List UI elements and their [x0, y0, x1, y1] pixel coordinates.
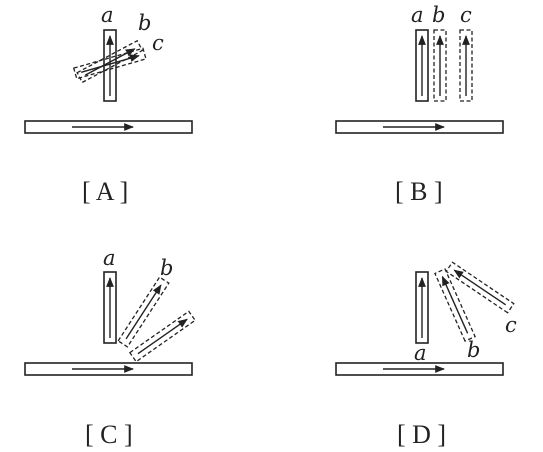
panel-b: a b c [ B ]: [335, 3, 504, 206]
panel-b-rod-a: [415, 29, 429, 102]
panel-a-caption: [ A ]: [82, 177, 128, 206]
panel-d-label-a: a: [414, 341, 427, 365]
panel-b-label-a: a: [411, 3, 424, 27]
panel-b-rod-b: [433, 29, 447, 102]
panel-d-caption: [ D ]: [397, 420, 446, 449]
panel-c-label-a: a: [103, 246, 116, 270]
panel-c: a b [ C ]: [24, 246, 197, 449]
panel-c-rod-a: [103, 271, 117, 344]
panel-b-base-rod: [335, 120, 504, 134]
panel-d-label-b: b: [467, 338, 480, 362]
panel-b-rod-c: [459, 29, 473, 102]
panel-b-caption: [ B ]: [395, 177, 443, 206]
panel-c-caption: [ C ]: [85, 420, 133, 449]
panel-a: a b c [ A ]: [24, 3, 193, 206]
panel-d-rod-b: [434, 268, 476, 342]
panel-c-base-rod: [24, 362, 193, 376]
panel-c-rod-b: [117, 276, 170, 348]
panel-d: a b c [ D ]: [335, 261, 517, 449]
panel-d-label-c: c: [505, 313, 517, 337]
panel-a-label-a: a: [101, 3, 114, 27]
panel-d-base-rod: [335, 362, 504, 376]
panel-a-label-c: c: [152, 31, 164, 55]
panel-c-label-b: b: [160, 256, 173, 280]
panel-c-rod-c: [128, 310, 197, 363]
panel-d-rod-c: [445, 261, 515, 314]
panel-b-label-b: b: [432, 3, 445, 27]
panel-d-rod-a: [415, 271, 429, 344]
panel-a-rod-c: [72, 47, 147, 80]
panel-a-label-b: b: [138, 11, 151, 35]
panel-a-base-rod: [24, 120, 193, 134]
panel-b-label-c: c: [460, 3, 472, 27]
